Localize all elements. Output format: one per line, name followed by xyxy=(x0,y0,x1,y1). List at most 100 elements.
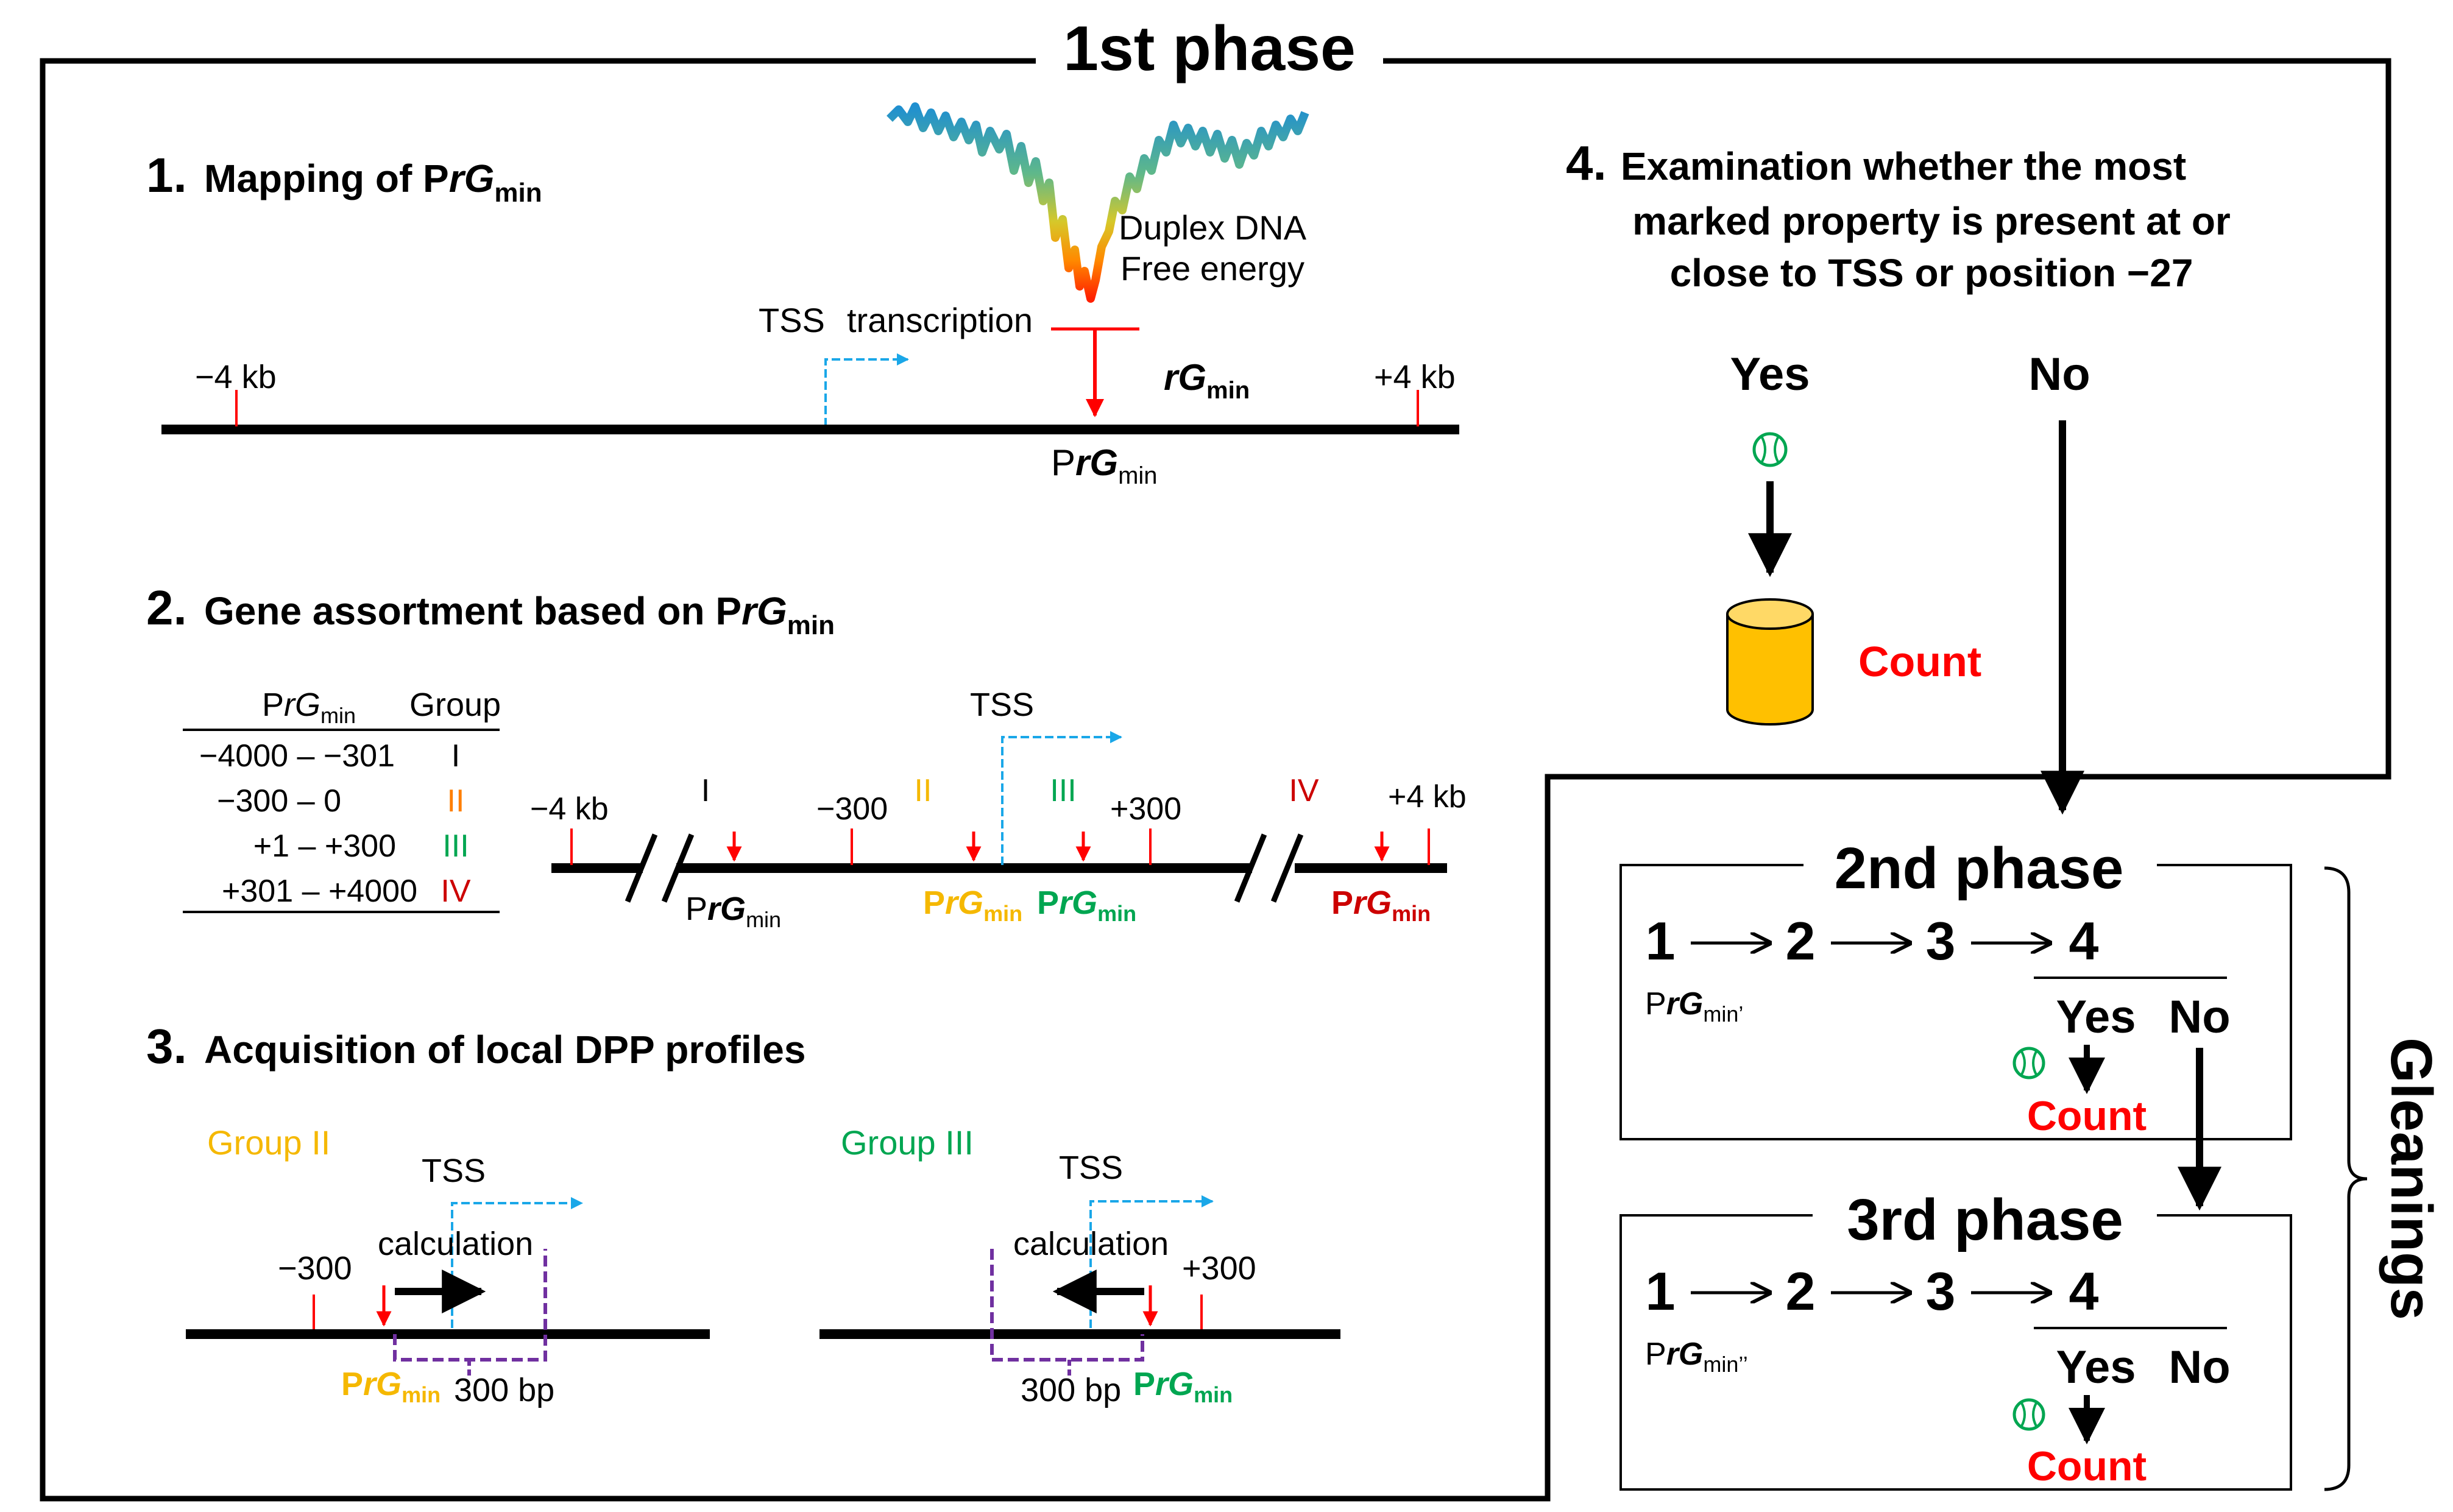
duplex-label-1: Duplex DNA xyxy=(1119,208,1307,247)
step4-no: No xyxy=(2028,348,2090,400)
step1-number: 1. xyxy=(146,148,187,202)
bp300-label-a: 300 bp xyxy=(454,1372,554,1408)
prgmin-label-3a: PrGmin xyxy=(341,1366,441,1407)
ball-icon-1 xyxy=(1752,432,1788,467)
phase1-frame xyxy=(40,58,2391,1502)
phase2-step-1: 1 xyxy=(1646,911,1676,971)
phase3-step-1: 1 xyxy=(1646,1261,1676,1321)
phase3-step-2: 2 xyxy=(1786,1261,1816,1321)
table-row-3-range: +1 – +300 xyxy=(253,828,396,864)
step1-section: 1. Mapping of PrGmin Duplex DNA Free ene… xyxy=(146,102,1459,489)
prgmin-group-iv: PrGmin xyxy=(1331,885,1431,926)
label-plus4kb: +4 kb xyxy=(1374,359,1456,395)
phase2-yes: Yes xyxy=(2056,991,2136,1043)
tss-arrow-1 xyxy=(824,353,909,426)
step2-title: Gene assortment based on PrGmin xyxy=(204,589,835,640)
break-mark-2a xyxy=(1234,833,1267,903)
step4-count: Count xyxy=(1858,638,1981,685)
table-row-4-group: IV xyxy=(441,874,470,909)
phase2-prgmin: PrGmin’ xyxy=(1645,986,1743,1026)
tss-arrow-3a xyxy=(451,1197,583,1328)
ball-icon-2 xyxy=(2012,1047,2045,1079)
prgmin-group-iii: PrGmin xyxy=(1037,885,1136,926)
table-row-2-range: −300 – 0 xyxy=(217,783,341,819)
table-row-4-range: +301 – +4000 xyxy=(222,874,417,909)
window-bracket-3a xyxy=(393,1249,547,1362)
phase3-step-3: 3 xyxy=(1926,1261,1956,1321)
label3-plus300: +300 xyxy=(1182,1250,1256,1287)
step1-title: Mapping of PrGmin xyxy=(204,157,542,208)
step4-line2: marked property is present at or xyxy=(1632,199,2231,243)
group-i-label: I xyxy=(701,773,710,808)
tss-label-3b: TSS xyxy=(1059,1150,1123,1186)
table-row-3-group: III xyxy=(442,828,469,864)
step4-line3: close to TSS or position −27 xyxy=(1670,251,2193,295)
phase3-count: Count xyxy=(2027,1443,2147,1489)
table-row-1-range: −4000 – −301 xyxy=(199,738,395,774)
tss-label-3a: TSS xyxy=(422,1153,486,1189)
phase3-prgmin: PrGmin’’ xyxy=(1645,1337,1748,1377)
phase3-box xyxy=(1619,1214,2292,1491)
phase2-no: No xyxy=(2168,991,2230,1043)
calculation-label-b: calculation xyxy=(1013,1226,1169,1262)
group-iv-label: IV xyxy=(1289,773,1319,808)
step4-section: 4. Examination whether the most marked p… xyxy=(1566,136,2231,815)
break-mark-2b xyxy=(1270,833,1304,903)
phase2-box xyxy=(1619,864,2292,1140)
bp300-label-b: 300 bp xyxy=(1021,1372,1121,1408)
break-mark-1a xyxy=(625,833,658,903)
free-energy-trace xyxy=(887,102,1309,303)
table-row-2-group: II xyxy=(447,783,465,819)
phase2-step-2: 2 xyxy=(1786,911,1816,971)
label2-minus4kb: −4 kb xyxy=(530,791,609,827)
phase3-no: No xyxy=(2168,1341,2230,1393)
prgmin-label-3b: PrGmin xyxy=(1133,1366,1233,1407)
tss-arrow-2 xyxy=(1001,731,1122,865)
label2-minus300: −300 xyxy=(816,791,888,827)
group-iii-label: III xyxy=(1050,773,1076,808)
prgmin-group-ii: PrGmin xyxy=(923,885,1022,926)
step2-number: 2. xyxy=(146,581,187,635)
table-header-prg: PrGmin xyxy=(262,687,356,728)
duplex-label-2: Free energy xyxy=(1120,249,1304,288)
group2-panel-title: Group II xyxy=(207,1123,330,1162)
step4-number: 4. xyxy=(1566,136,1607,190)
step4-yes: Yes xyxy=(1730,348,1810,400)
phase2-steps: 1 2 3 4 xyxy=(1646,911,2099,971)
count-cylinder-icon xyxy=(1726,598,1814,726)
window-bracket-3b xyxy=(990,1249,1144,1362)
group-ii-label: II xyxy=(915,773,932,808)
phase3-steps: 1 2 3 4 xyxy=(1646,1261,2099,1321)
ball-icon-3 xyxy=(2012,1398,2045,1431)
tss-label-1: TSS xyxy=(759,301,825,339)
step3-title: Acquisition of local DPP profiles xyxy=(204,1028,805,1072)
label3-minus300: −300 xyxy=(278,1250,352,1287)
tss-label-2: TSS xyxy=(970,687,1034,723)
phase2-count: Count xyxy=(2027,1093,2147,1139)
step3-number: 3. xyxy=(146,1019,187,1073)
gleanings-bracket xyxy=(2324,866,2368,1491)
transcription-label: transcription xyxy=(847,301,1033,339)
step3-section: 3. Acquisition of local DPP profiles Gro… xyxy=(146,1019,1340,1408)
step4-line1: Examination whether the most xyxy=(1621,144,2186,188)
gleanings-label: Gleanings xyxy=(2379,1037,2444,1320)
phase2-step-3: 3 xyxy=(1926,911,1956,971)
phase3-yes: Yes xyxy=(2056,1341,2136,1393)
break-mark-1b xyxy=(661,833,695,903)
table-row-1-group: I xyxy=(451,738,460,774)
step2-section: 2. Gene assortment based on PrGmin PrGmi… xyxy=(146,581,1467,932)
group3-panel-title: Group III xyxy=(841,1123,974,1162)
rgmin-label: rGmin xyxy=(1164,357,1250,404)
prgmin-group-i: PrGmin xyxy=(685,891,781,932)
phase1-title: 1st phase xyxy=(1063,13,1356,84)
calculation-label-a: calculation xyxy=(378,1226,533,1262)
table-header-group: Group xyxy=(409,687,501,723)
phase2-title: 2nd phase xyxy=(1835,836,2124,901)
label2-plus300: +300 xyxy=(1110,791,1181,827)
label-minus4kb: −4 kb xyxy=(195,359,277,395)
label2-plus4kb: +4 kb xyxy=(1388,779,1467,814)
prgmin-label-1: PrGmin xyxy=(1051,442,1158,489)
phase3-step-4: 4 xyxy=(2069,1261,2099,1321)
phase3-title: 3rd phase xyxy=(1847,1187,2123,1252)
